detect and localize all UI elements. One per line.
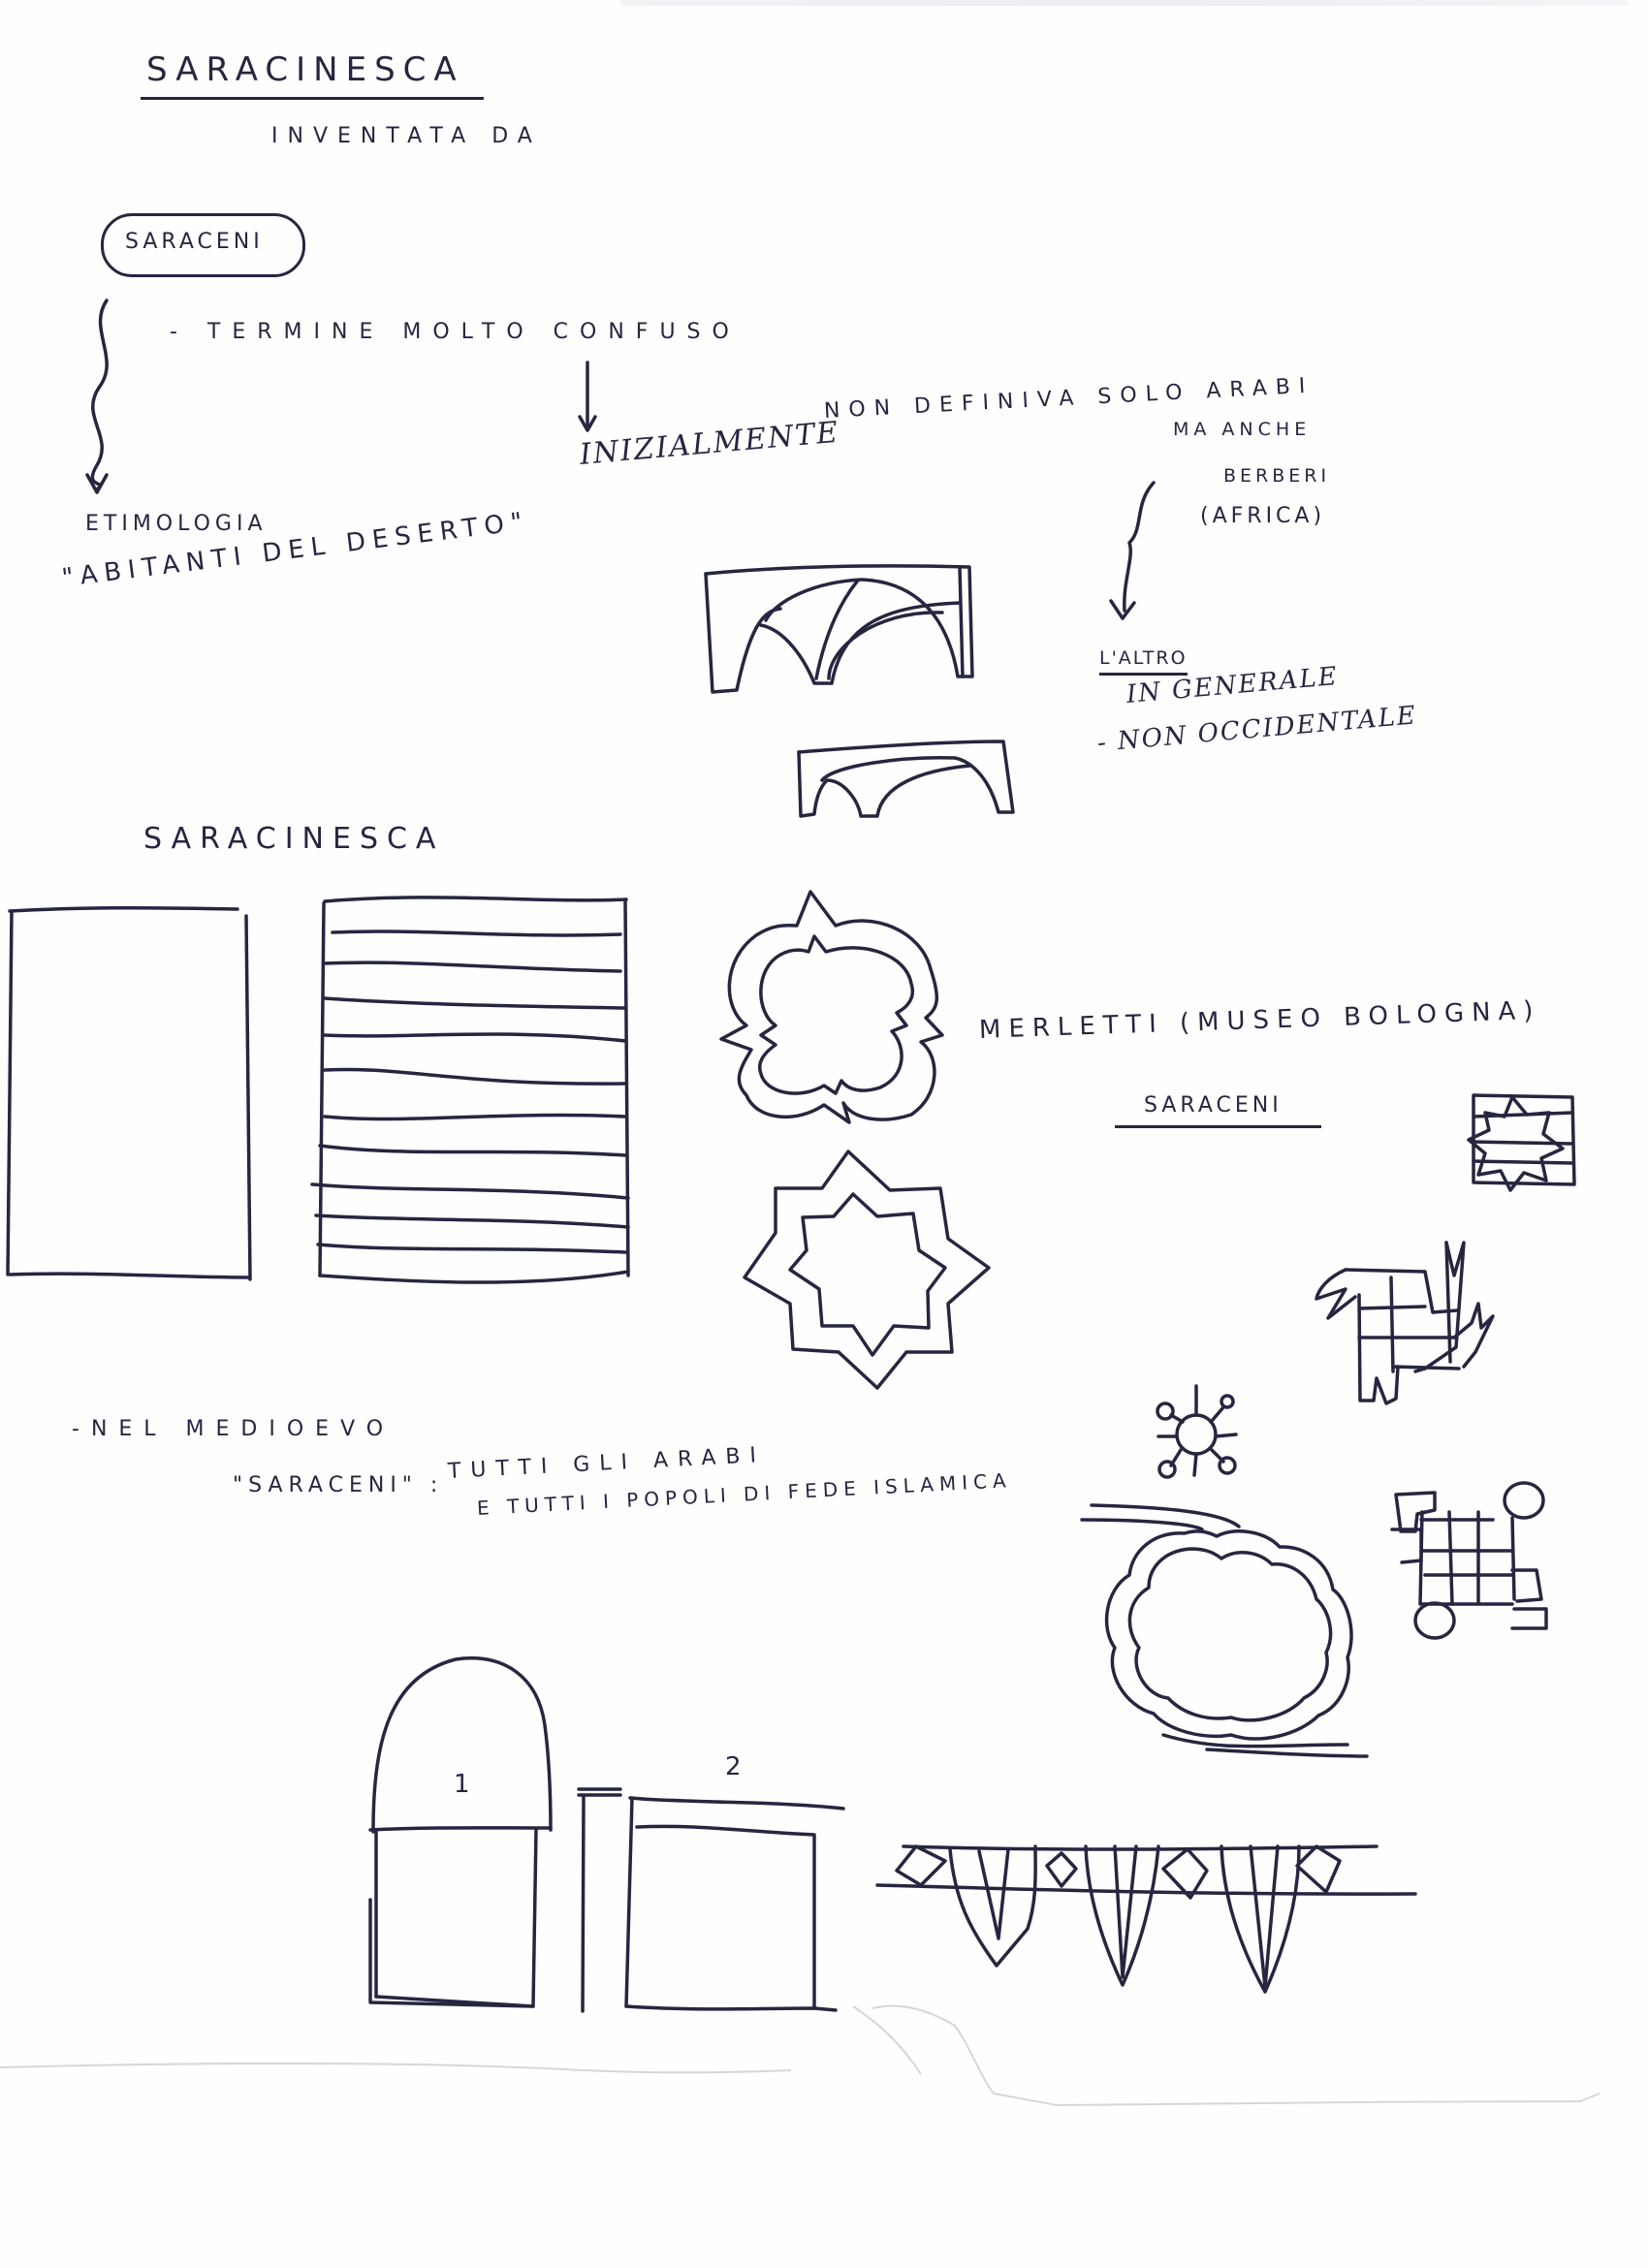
lace-border-icon [875,1844,1417,1994]
page-title: SARACINESCA [141,50,484,100]
figures-lattice-icon [1390,1481,1548,1640]
door-1-label: 1 [454,1770,476,1799]
non-western-text: - NON OCCIDENTALE [1095,701,1419,758]
shutter-slatted-icon [310,896,630,1284]
star-tile-icon [1467,1093,1576,1192]
arrow-down-icon [578,361,597,432]
initially-text: INIZIALMENTE [578,415,841,472]
the-other-text: L'ALTRO [1099,647,1188,676]
circled-term-label: SARACENI [125,230,264,254]
berbers-text: BERBERI [1223,465,1331,487]
post-icon [577,1787,622,2013]
middle-ages-text: -NEL MEDIOEVO [72,1417,396,1441]
africa-text: (AFRICA) [1200,504,1326,528]
sun-motif-icon [1156,1384,1238,1479]
square-door-icon [624,1796,845,2012]
etymology-label: ETIMOLOGIA [85,512,268,536]
hand-lattice-icon [1315,1241,1495,1405]
lace-caption: MERLETTI (MUSEO BOLOGNA) [978,995,1541,1045]
quatrefoil-ornament-icon [719,890,944,1124]
but-also-text: MA ANCHE [1173,419,1312,440]
lace-subcaption: SARACENI [1115,1093,1321,1128]
scan-edge [620,0,1629,6]
lobed-medallion-icon [1080,1503,1369,1758]
brace-arrow-icon [1109,481,1156,620]
eight-point-star-icon [743,1150,991,1390]
circled-term: SARACENI [101,213,305,277]
arched-door-icon [368,1656,553,2008]
all-arabs-text: TUTTI GLI ARABI [447,1442,767,1484]
initially-rest: NON DEFINIVA SOLO ARABI [823,373,1315,424]
shutter-closed-icon [6,905,252,1281]
subtitle: INVENTATA DA [271,124,542,148]
saraceni-quote: "SARACENI" : [233,1473,444,1497]
arch-large-icon [704,564,974,694]
arch-small-icon [797,740,1015,818]
door-2-label: 2 [725,1752,747,1781]
section-heading: SARACINESCA [143,822,445,856]
wavy-arrow-icon [85,299,109,494]
term-note: - TERMINE MOLTO CONFUSO [170,320,741,344]
paper-edge [0,2004,1600,2107]
